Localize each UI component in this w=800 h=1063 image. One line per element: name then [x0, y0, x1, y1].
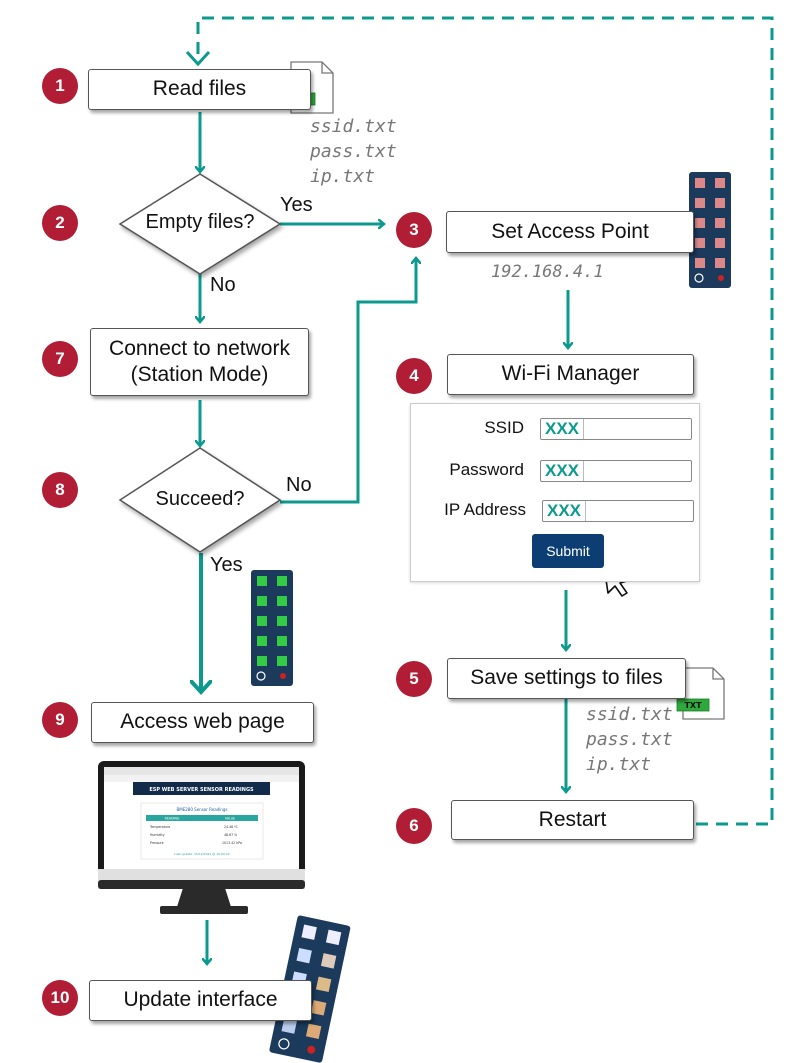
file-name: pass.txt	[586, 729, 673, 750]
step-set-access-point: Set Access Point	[446, 211, 694, 253]
decision-label-succeed: Succeed?	[155, 488, 245, 510]
esp-board-icon	[689, 172, 731, 288]
step-number-badge: 4	[396, 358, 432, 394]
file-name: ssid.txt	[586, 704, 673, 725]
file-name: ip.txt	[586, 754, 652, 775]
arrow-8-3	[280, 258, 416, 504]
step-number-badge: 7	[42, 341, 78, 377]
step-label-line2: (Station Mode)	[130, 363, 269, 386]
step-number-badge: 8	[42, 472, 78, 508]
step-label: Set Access Point	[491, 219, 649, 243]
ip-address-input[interactable]: XXX	[542, 500, 694, 522]
step-label: Wi-Fi Manager	[501, 362, 640, 386]
svg-text:READING: READING	[165, 817, 180, 821]
step-label: Save settings to files	[470, 666, 663, 690]
access-point-ip: 192.168.4.1	[491, 262, 604, 282]
step-number-badge: 3	[396, 212, 432, 248]
file-name: ip.txt	[310, 166, 376, 187]
step-number-badge: 5	[396, 661, 432, 697]
txt-file-icon: TXT	[676, 667, 725, 720]
svg-text:Temperature: Temperature	[149, 825, 170, 829]
edge-label-no: No	[286, 474, 312, 496]
file-list-bottom: ssid.txt pass.txt ip.txt	[586, 702, 673, 777]
step-restart: Restart	[451, 800, 694, 840]
ssid-input[interactable]: XXX	[540, 418, 692, 440]
step-label: Access web page	[120, 710, 285, 734]
monitor-icon: ESP WEB SERVER SENSOR READINGS BME280 Se…	[98, 761, 305, 914]
decision-diamond-8	[118, 447, 282, 553]
svg-text:ESP WEB SERVER SENSOR READINGS: ESP WEB SERVER SENSOR READINGS	[149, 787, 254, 793]
password-label: Password	[449, 460, 524, 479]
step-connect-network: Connect to network (Station Mode)	[90, 328, 309, 396]
password-value: XXX	[545, 461, 585, 481]
svg-text:VALUE: VALUE	[225, 817, 235, 821]
restart-loop-arrowhead	[185, 50, 211, 67]
step-label: Restart	[538, 807, 607, 831]
ssid-label: SSID	[484, 418, 524, 437]
step-update-interface: Update interface	[89, 980, 312, 1021]
file-name: ssid.txt	[310, 116, 397, 137]
file-name: pass.txt	[310, 141, 397, 162]
svg-text:Humidity: Humidity	[150, 833, 165, 837]
ip-address-value: XXX	[547, 501, 587, 521]
ssid-value: XXX	[545, 419, 585, 439]
svg-text:Last update: 15/12/2021 @ 10:0: Last update: 15/12/2021 @ 10:00:22	[174, 852, 230, 856]
step-number-badge: 1	[42, 68, 78, 104]
step-label: Update interface	[123, 988, 278, 1012]
svg-text:BME280 Sensor Readings: BME280 Sensor Readings	[177, 807, 228, 812]
step-number-badge: 10	[42, 980, 78, 1016]
step-read-files: Read files	[88, 69, 311, 110]
file-list-top: ssid.txt pass.txt ip.txt	[310, 114, 397, 189]
svg-text:Pressure: Pressure	[150, 841, 164, 845]
ip-address-label: IP Address	[444, 500, 526, 519]
restart-loop-connector	[196, 16, 774, 826]
svg-text:1013.42 hPa: 1013.42 hPa	[222, 841, 242, 845]
submit-button[interactable]: Submit	[532, 534, 604, 568]
decision-label-empty-files: Empty files?	[145, 211, 255, 233]
step-label-line1: Connect to network	[109, 336, 290, 360]
svg-text:24.48 ºC: 24.48 ºC	[224, 825, 239, 829]
password-input[interactable]: XXX	[540, 460, 692, 482]
edge-label-yes: Yes	[210, 554, 243, 576]
wifi-manager-form: SSID XXX Password XXX IP Address XXX Sub…	[410, 403, 700, 582]
svg-text:TXT: TXT	[684, 701, 702, 710]
step-access-web-page: Access web page	[91, 702, 314, 743]
step-label: Read files	[152, 77, 247, 101]
svg-text:48.67 %: 48.67 %	[224, 833, 237, 837]
step-number-badge: 9	[42, 702, 78, 738]
edge-label-no: No	[210, 274, 236, 296]
edge-label-yes: Yes	[280, 194, 313, 216]
step-number-badge: 2	[42, 205, 78, 241]
esp-board-icon	[251, 570, 293, 686]
step-number-badge: 6	[396, 808, 432, 844]
decision-diamond-2	[118, 173, 282, 275]
step-save-settings: Save settings to files	[447, 658, 686, 699]
step-wifi-manager: Wi-Fi Manager	[447, 354, 694, 395]
